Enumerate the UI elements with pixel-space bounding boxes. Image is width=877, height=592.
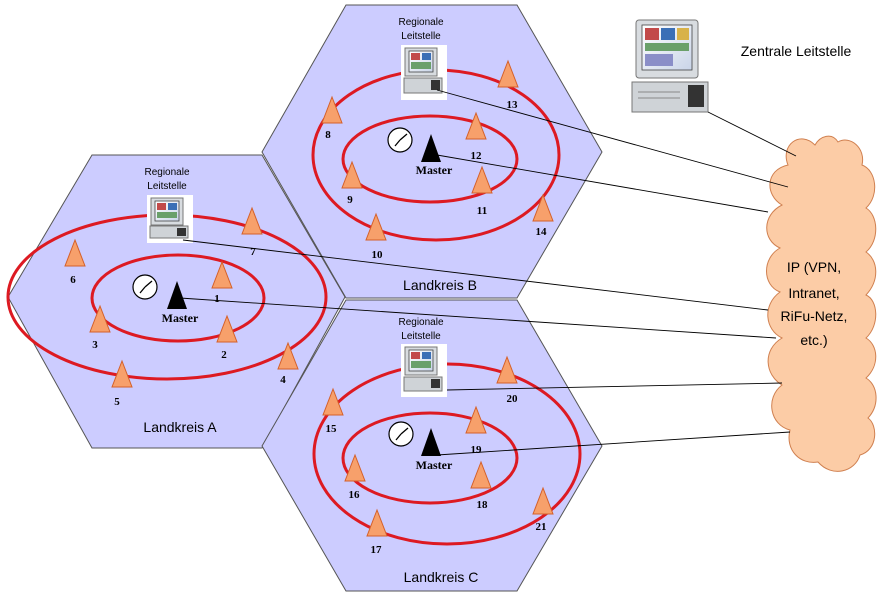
link-central-cloud <box>707 111 797 157</box>
tower-label: 1 <box>214 293 220 305</box>
master-clock-icon <box>388 421 414 447</box>
tower-label: 8 <box>325 129 331 141</box>
master-tower-icon <box>421 428 441 456</box>
link-master-b-cloud <box>436 154 769 213</box>
district-b-inner-ring <box>341 114 519 204</box>
link-master-c-cloud <box>436 431 791 456</box>
master-tower-icon <box>167 281 187 309</box>
link-regional-a-cloud <box>182 239 769 311</box>
tower-icon <box>211 260 233 289</box>
tower-icon <box>277 341 299 370</box>
tower-icon <box>111 359 133 388</box>
district-b-name: Landkreis B <box>403 277 477 293</box>
tower-label: 14 <box>536 226 548 238</box>
master-tower-icon <box>421 134 441 162</box>
tower-label: 5 <box>114 396 120 408</box>
tower-icon <box>322 387 344 416</box>
tower-icon <box>365 212 387 241</box>
tower-icon <box>216 314 238 343</box>
master-label: Master <box>162 311 199 325</box>
tower-icon <box>321 95 343 124</box>
regional-computer-icon <box>401 45 447 100</box>
tower-icon <box>471 165 493 194</box>
regional-computer-icon <box>401 344 447 397</box>
tower-label: 20 <box>507 393 519 405</box>
cloud-label-line3: RiFu-Netz, <box>781 308 848 324</box>
ip-network-cloud: IP (VPN, Intranet, RiFu-Netz, etc.) <box>766 135 877 472</box>
master-label: Master <box>416 458 453 472</box>
master-clock-icon <box>387 127 413 153</box>
regional-label-line1: Regionale <box>398 17 443 28</box>
tower-label: 12 <box>471 150 483 162</box>
tower-label: 15 <box>326 423 338 435</box>
tower-label: 11 <box>477 205 487 217</box>
tower-icon <box>497 59 519 88</box>
link-master-a-cloud <box>179 297 777 339</box>
regional-label-line2: Leitstelle <box>147 181 187 192</box>
tower-icon <box>366 508 388 537</box>
tower-label: 2 <box>221 349 227 361</box>
district-c-inner-ring <box>341 411 519 505</box>
connection-lines <box>179 89 797 456</box>
central-label: Zentrale Leitstelle <box>741 43 852 59</box>
master-label: Master <box>416 163 453 177</box>
regional-computer-icon <box>147 195 193 243</box>
tower-label: 13 <box>507 99 519 111</box>
district-a-name: Landkreis A <box>143 419 217 435</box>
tower-icon <box>532 193 554 222</box>
master-clock-icon <box>132 274 158 300</box>
tower-label: 16 <box>349 489 361 501</box>
tower-icon <box>470 460 492 489</box>
tower-icon <box>344 453 366 482</box>
tower-label: 6 <box>70 274 76 286</box>
tower-label: 17 <box>371 544 383 556</box>
regional-label-line2: Leitstelle <box>401 331 441 342</box>
cloud-label-line4: etc.) <box>800 332 827 348</box>
district-c-name: Landkreis C <box>404 569 479 585</box>
tower-label: 9 <box>347 194 353 206</box>
regional-label-line2: Leitstelle <box>401 31 441 42</box>
tower-icon <box>64 238 86 267</box>
tower-icon <box>89 304 111 333</box>
district-c: Landkreis C Regionale Leitstelle Master … <box>261 299 603 592</box>
regional-label-line1: Regionale <box>398 317 443 328</box>
cloud-shape <box>766 135 877 472</box>
link-regional-c-cloud <box>446 382 783 391</box>
tower-label: 19 <box>471 444 483 456</box>
tower-icon <box>496 355 518 384</box>
tower-label: 18 <box>477 499 489 511</box>
tower-icon <box>241 206 263 235</box>
district-b: Landkreis B Regionale Leitstelle Master … <box>261 4 603 299</box>
tower-label: 3 <box>92 339 98 351</box>
cloud-label-line2: Intranet, <box>788 285 839 301</box>
district-a: Landkreis A Regionale Leitstelle Master … <box>6 154 346 449</box>
central-computer-icon <box>628 18 714 120</box>
district-a-inner-ring <box>90 253 266 343</box>
tower-label: 7 <box>250 246 256 258</box>
tower-label: 21 <box>536 521 547 533</box>
cloud-label-line1: IP (VPN, <box>787 259 841 275</box>
tower-label: 10 <box>372 249 384 261</box>
tower-icon <box>532 486 554 515</box>
tower-icon <box>341 160 363 189</box>
link-regional-b-cloud <box>436 89 789 188</box>
tower-icon <box>465 405 487 434</box>
tower-label: 4 <box>280 374 286 386</box>
regional-label-line1: Regionale <box>144 167 189 178</box>
tower-icon <box>465 111 487 140</box>
